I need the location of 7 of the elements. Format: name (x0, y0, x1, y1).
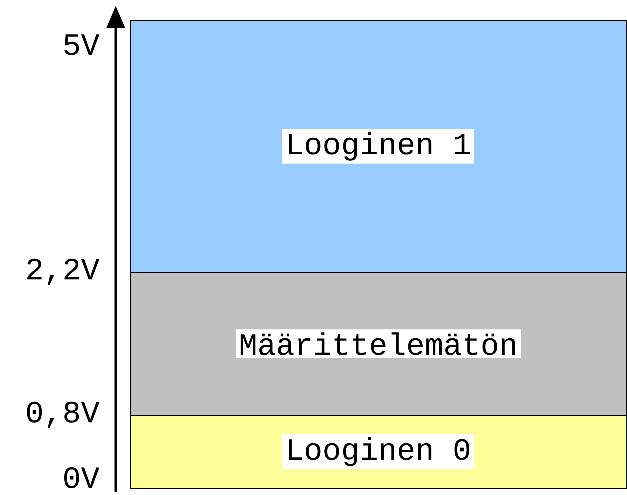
voltage-label: 2,2V (28, 258, 100, 286)
voltage-label: 5V (64, 34, 100, 56)
voltage-label: 0,8V (27, 402, 100, 428)
level-band: Looginen 0 (130, 414, 627, 489)
voltage-label: 0V (64, 467, 100, 488)
level-band: Määrittelemätön (130, 272, 627, 416)
level-band: Looginen 1 (130, 20, 627, 273)
